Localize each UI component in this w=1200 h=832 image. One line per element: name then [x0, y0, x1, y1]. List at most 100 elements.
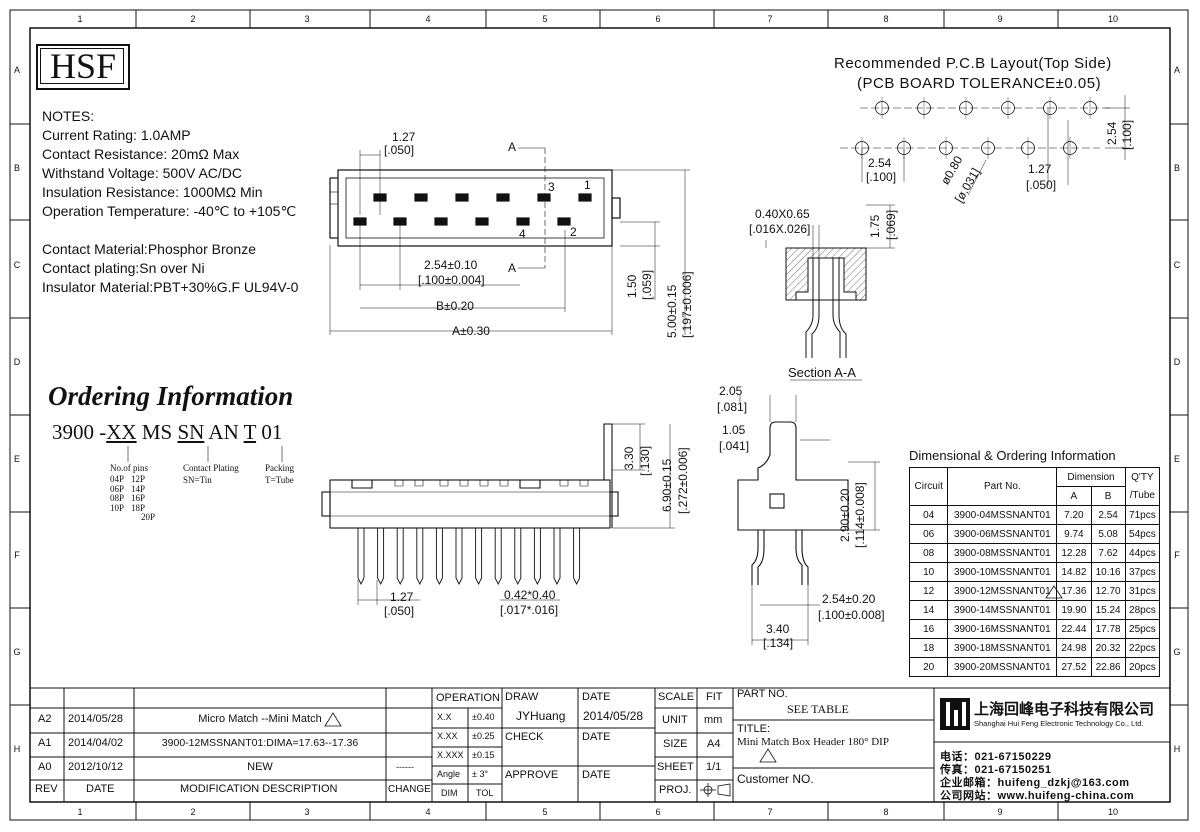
cell-circuit: 16: [908, 619, 949, 639]
side-dim-105-in: [.041]: [719, 439, 750, 453]
col-tube: /Tube: [1124, 486, 1161, 506]
side-dim-254-in: [.100±0.008]: [818, 608, 885, 622]
cell-part: 3900-08MSSNANT01: [947, 543, 1058, 563]
latch: [519, 480, 541, 489]
cell-qty: 54pcs: [1124, 524, 1161, 544]
pin: [396, 528, 404, 586]
cell-part: 3900-14MSSNANT01: [947, 600, 1058, 620]
top-dim-a: A±0.30: [452, 324, 490, 338]
pin: [416, 528, 424, 586]
note-line: Current Rating: 1.0AMP: [42, 127, 191, 143]
pin: [514, 528, 522, 586]
cell-b: 10.16: [1090, 562, 1126, 582]
top-view: [329, 147, 690, 335]
date-label-1: DATE: [582, 691, 611, 703]
side-dim-340-in: [.134]: [763, 636, 794, 650]
front-dim-690-in: [.272±0.006]: [676, 447, 690, 514]
side-dim-105: 1.05: [722, 423, 746, 437]
top-dim-500: 5.00±0.15: [665, 284, 679, 338]
size-value: A4: [707, 738, 721, 750]
pad: [537, 193, 551, 202]
row-label: A: [14, 65, 20, 75]
pcb-title: Recommended P.C.B Layout(Top Side): [834, 55, 1112, 72]
top-dim-500-in: [.197±0.006]: [680, 271, 694, 338]
tol-value: ±0.25: [472, 731, 495, 741]
front-dim-127-in: [.050]: [384, 604, 415, 618]
company-email: 企业邮箱：huifeng_dzkj@163.com: [940, 777, 1130, 789]
row-label: H: [1174, 744, 1181, 754]
column-label: 5: [542, 14, 547, 24]
cell-b: 20.32: [1090, 638, 1126, 658]
dim-table-title: Dimensional & Ordering Information: [909, 448, 1116, 463]
cell-a: 19.90: [1056, 600, 1092, 620]
cell-b: 17.78: [1090, 619, 1126, 639]
cell-qty: 37pcs: [1124, 562, 1161, 582]
revision-desc: 3900-12MSSNANT01:DIMA=17.63--17.36: [161, 737, 359, 749]
row-label: F: [1174, 550, 1180, 560]
side-view: [737, 395, 880, 645]
material-line: Contact plating:Sn over Ni: [42, 260, 205, 276]
cell-a: 9.74: [1056, 524, 1092, 544]
section-view: [765, 204, 895, 381]
latch: [351, 480, 373, 489]
revision-date: 2012/10/12: [68, 761, 124, 773]
tol-key: X.XX: [437, 731, 458, 741]
cell-qty: 22pcs: [1124, 638, 1161, 658]
code-an: AN: [204, 420, 244, 444]
h-dim: DIM: [441, 788, 458, 798]
unit-value: mm: [704, 714, 723, 726]
front-dim-690: 6.90±0.15: [660, 458, 674, 512]
h-change: CHANGE: [388, 784, 431, 795]
column-label: 1: [77, 14, 82, 24]
h-desc: MODIFICATION DESCRIPTION: [180, 783, 338, 795]
front-dim-042: 0.42*0.40: [504, 588, 556, 602]
front-latches: [351, 480, 589, 489]
cell-circuit: 10: [908, 562, 949, 582]
cell-part: 3900-10MSSNANT01: [947, 562, 1058, 582]
column-label: 2: [190, 14, 195, 24]
company-name-cn: 上海回峰电子科技有限公司: [974, 701, 1155, 718]
dimension-table: Circuit Part No. Dimension Q'TY A B /Tub…: [908, 467, 1161, 677]
column-label: 1: [77, 807, 82, 817]
cell-circuit: 20: [908, 657, 949, 677]
hsf-logo: HSF: [36, 44, 130, 90]
revision-date: 2014/05/28: [68, 713, 124, 725]
change-mark: ------: [396, 762, 414, 772]
pad: [455, 193, 469, 202]
pad: [475, 217, 489, 226]
column-label: 8: [883, 807, 888, 817]
pcb-dim-offset: 1.27: [1028, 162, 1052, 176]
h-tol: TOL: [476, 788, 494, 798]
column-label: 6: [655, 14, 660, 24]
company-fax: 传真：021-67150251: [940, 764, 1052, 776]
title-label: TITLE:: [737, 723, 771, 735]
notes-heading: NOTES:: [42, 108, 95, 124]
cell-b: 2.54: [1090, 505, 1126, 525]
pin: [494, 528, 502, 586]
note-line: Withstand Voltage: 500V AC/DC: [42, 165, 242, 181]
side-dim-290-in: [.114±0.008]: [853, 482, 867, 548]
section-marker-a-bottom: A: [508, 261, 517, 275]
pcb-dim-row-in: [.100]: [1120, 119, 1134, 150]
cell-a: 27.52: [1056, 657, 1092, 677]
revision-rev: A2: [38, 713, 52, 725]
pin: [573, 528, 581, 586]
pcb-dim-offset-in: [.050]: [1026, 178, 1057, 192]
code-pins: XX: [106, 420, 137, 444]
col-qty: Q'TY: [1124, 467, 1161, 487]
pins-label: No.of pins: [110, 463, 148, 473]
col-b: B: [1090, 486, 1126, 506]
cell-circuit: 18: [908, 638, 949, 658]
hsf-logo-frame: [40, 48, 124, 84]
pins-option: 20P: [141, 512, 156, 523]
pad: [578, 193, 592, 202]
cell-a: 12.28: [1056, 543, 1092, 563]
